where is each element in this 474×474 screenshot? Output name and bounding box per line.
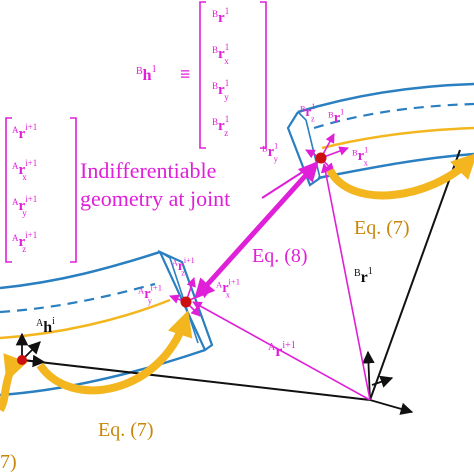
vector-B-r — [320, 163, 371, 401]
A-bracket-right — [70, 117, 77, 263]
B-bracket-left — [199, 1, 206, 149]
base-frame-axes — [362, 350, 414, 415]
A-bracket-left — [5, 117, 12, 263]
B-bracket-right — [260, 1, 267, 149]
B-r-main-label: Br1 — [354, 266, 373, 286]
A-r-label: Ari+1 — [268, 340, 296, 360]
indiff-line1: Indifferentiable — [80, 158, 216, 183]
eq8-joint-vector — [194, 161, 319, 299]
gold-arrow-left — [0, 353, 28, 413]
eq7-left-fragment: 7) — [0, 451, 17, 473]
eq7-bottom-label: Eq. (7) — [98, 419, 154, 441]
gold-arrow-lower — [36, 310, 193, 395]
link-upper-right — [286, 82, 474, 187]
joint-A-origin-dot — [17, 355, 27, 365]
equiv-sign: ≡ — [180, 64, 190, 84]
eq8-label: Eq. (8) — [252, 245, 308, 267]
indiff-arrow — [261, 161, 319, 199]
joint-A-dot — [180, 296, 192, 308]
eq7-right-label: Eq. (7) — [354, 217, 410, 239]
vector-A-r — [192, 301, 371, 401]
joint-B-dot — [315, 152, 327, 164]
A-vec-entry-0: Ari+1 — [12, 122, 37, 142]
B-frame-r: Br1 — [328, 106, 344, 126]
A-h-label: Ahi — [36, 316, 55, 336]
gold-arrow-upper — [326, 152, 474, 200]
B-vec-entry-0: Br1 — [212, 6, 229, 26]
B-h1-label: Bh1 — [136, 64, 157, 84]
indiff-line2: geometry at joint — [80, 186, 230, 211]
global-frame-lines — [21, 149, 461, 401]
